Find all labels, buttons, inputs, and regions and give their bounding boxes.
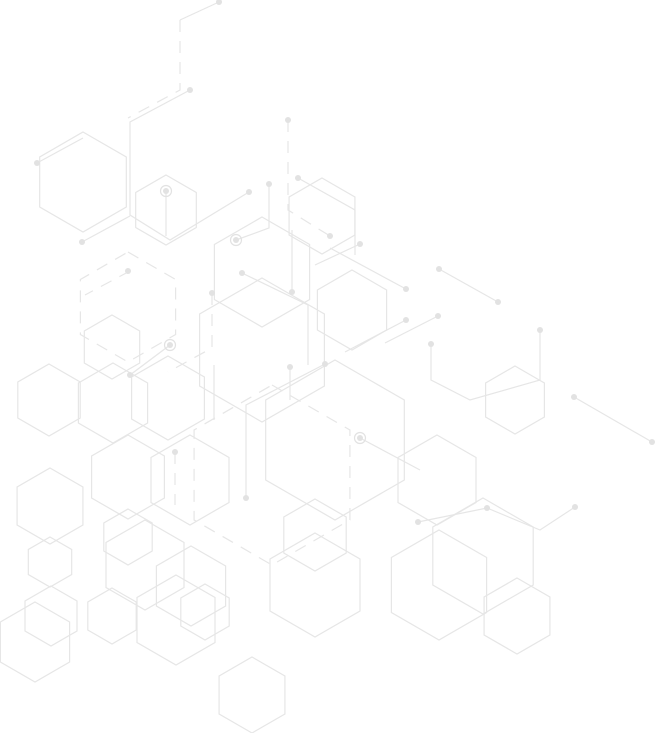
node-dot bbox=[209, 290, 215, 296]
hexagon-shape bbox=[390, 529, 488, 641]
hexagon-shape bbox=[199, 277, 325, 423]
hexagon-shape bbox=[269, 532, 361, 638]
hexagon-shape bbox=[17, 363, 81, 437]
connector-line bbox=[359, 437, 421, 471]
connector-line bbox=[245, 363, 326, 498]
connector-line bbox=[241, 272, 309, 365]
node-dot bbox=[435, 313, 441, 319]
node-dot bbox=[167, 342, 173, 348]
hexagon-shape bbox=[39, 131, 127, 233]
node-dot bbox=[403, 286, 409, 292]
hexagon-shape bbox=[218, 656, 286, 733]
connector-lines bbox=[36, 1, 653, 531]
node-dot bbox=[216, 0, 222, 5]
connector-line bbox=[438, 268, 499, 303]
node-dot bbox=[287, 364, 293, 370]
hexagon-shape bbox=[87, 587, 137, 645]
node-dot bbox=[125, 268, 131, 274]
node-dot bbox=[357, 435, 363, 441]
hexagon-shape bbox=[24, 585, 78, 647]
connector-line bbox=[235, 184, 270, 241]
hexagon-shape bbox=[483, 577, 551, 655]
node-dot bbox=[322, 361, 328, 367]
connector-line bbox=[573, 396, 653, 443]
node-dot bbox=[295, 175, 301, 181]
hexagon-shape bbox=[0, 601, 71, 683]
node-dot bbox=[243, 495, 249, 501]
node-dot bbox=[415, 519, 421, 525]
hexagon-shape bbox=[77, 362, 149, 444]
connector-line bbox=[314, 243, 361, 266]
connector-nodes bbox=[34, 0, 655, 525]
node-dot bbox=[327, 233, 333, 239]
node-dot bbox=[649, 439, 655, 445]
connector-line bbox=[417, 507, 488, 523]
hexagon-shape bbox=[103, 508, 153, 566]
connector-line bbox=[36, 137, 84, 164]
node-dot bbox=[172, 449, 178, 455]
node-dot bbox=[484, 505, 490, 511]
node-dot bbox=[239, 270, 245, 276]
hexagon-shape bbox=[90, 434, 165, 520]
hexagon-shape bbox=[288, 177, 356, 255]
connector-line bbox=[127, 20, 181, 119]
node-ring bbox=[229, 233, 243, 247]
hexagon-shape bbox=[16, 467, 84, 545]
connector-line bbox=[344, 319, 407, 353]
hexagon-shape bbox=[105, 519, 185, 611]
node-dot bbox=[357, 241, 363, 247]
hexagon-shape bbox=[265, 359, 405, 521]
node-dot bbox=[436, 266, 442, 272]
node-ring bbox=[353, 431, 367, 445]
connector-line bbox=[81, 215, 131, 243]
node-dot bbox=[187, 87, 193, 93]
hexagon-shape bbox=[283, 498, 347, 572]
node-dot bbox=[233, 237, 239, 243]
node-dot bbox=[34, 160, 40, 166]
node-dot bbox=[79, 239, 85, 245]
node-dot bbox=[428, 341, 434, 347]
hexagon-shape bbox=[213, 216, 311, 328]
node-dot bbox=[285, 117, 291, 123]
node-dot bbox=[572, 504, 578, 510]
connector-line bbox=[486, 506, 576, 531]
connector-line bbox=[129, 89, 250, 241]
hexagon-shape bbox=[155, 545, 227, 627]
node-ring bbox=[163, 338, 177, 352]
hexagon-shape bbox=[150, 434, 230, 526]
hexagon-shape bbox=[397, 434, 477, 526]
connector-line bbox=[287, 120, 331, 237]
node-dot bbox=[537, 327, 543, 333]
node-dot bbox=[571, 394, 577, 400]
hexagon-group bbox=[0, 131, 551, 733]
hexagon-shape bbox=[83, 314, 141, 380]
hexagon-shape bbox=[193, 384, 351, 566]
node-ring bbox=[159, 184, 173, 198]
node-dot bbox=[403, 317, 409, 323]
hexagon-shape bbox=[135, 174, 197, 246]
node-dot bbox=[289, 289, 295, 295]
node-dot bbox=[163, 188, 169, 194]
connector-line bbox=[430, 330, 541, 401]
node-dot bbox=[266, 181, 272, 187]
connector-line bbox=[84, 270, 131, 296]
node-dot bbox=[246, 189, 252, 195]
connector-line bbox=[329, 247, 407, 290]
node-dot bbox=[127, 372, 133, 378]
hexagon-shape bbox=[180, 583, 230, 641]
connector-line bbox=[297, 177, 356, 255]
hexagon-shape bbox=[485, 365, 546, 435]
connector-line bbox=[384, 315, 439, 344]
hexagon-shape bbox=[131, 355, 205, 441]
hexagon-shape bbox=[136, 574, 216, 666]
hexagon-shape bbox=[79, 251, 177, 363]
hexagon-shape bbox=[316, 269, 388, 351]
connector-line bbox=[129, 344, 171, 376]
connector-line bbox=[167, 293, 213, 373]
connector-line bbox=[179, 1, 220, 21]
node-dot bbox=[495, 299, 501, 305]
